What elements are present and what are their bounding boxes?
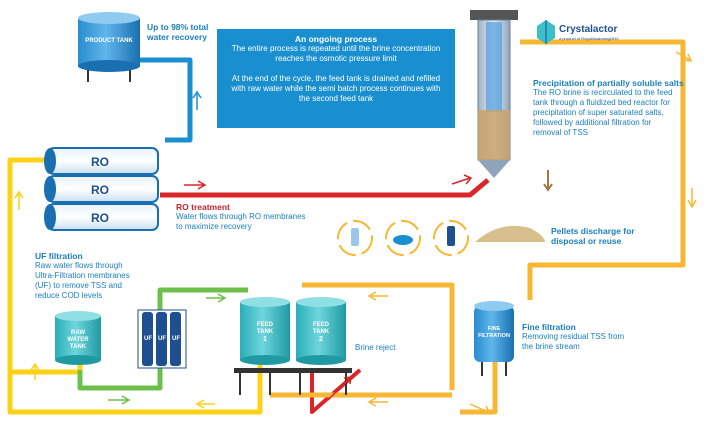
ro-desc-2: to maximize recovery — [176, 222, 252, 231]
arrow-orange-top — [675, 51, 693, 62]
uf-label-2: UF — [158, 336, 166, 342]
uf-desc-1: Raw water flows through — [35, 261, 123, 270]
blue-product-pipe — [110, 57, 193, 143]
arrow-left-orange-2 — [367, 397, 388, 407]
uf-modules: UF UF UF — [137, 309, 187, 369]
process-info-box: An ongoing process The entire process is… — [217, 29, 455, 128]
feed-tank-stand — [234, 368, 352, 395]
precipitation-desc-4: followed by additional filtration for — [533, 118, 652, 127]
raw-water-tank: RAW WATER TANK — [55, 311, 101, 365]
arrow-red-reject — [327, 376, 352, 401]
ro-module-3: RO — [44, 203, 159, 231]
product-tank-label: PRODUCT TANK — [85, 38, 133, 44]
arrow-up-blue — [192, 90, 202, 110]
arrow-up-yellow-2 — [30, 362, 40, 380]
ro-desc-1: Water flows through RO membranes — [176, 212, 306, 221]
fine-tank-label-2: FILTRATION — [478, 333, 510, 339]
water-bottle-icon — [351, 228, 359, 246]
precipitation-desc-1: The RO brine is recirculated to the feed — [533, 88, 673, 97]
uf-desc-3: (UF) to remove TSS and — [35, 281, 122, 290]
flow-arrows — [14, 51, 697, 414]
brand-name: Crystalactor — [559, 24, 618, 35]
precipitation-desc-2: tank through a fluidized bed reactor for — [533, 98, 670, 107]
uf-desc-2: Ultra-Filtration membranes — [35, 271, 130, 280]
feed-tank-1-label-1: FEED — [257, 322, 274, 328]
wine-bottle-icon — [447, 226, 455, 246]
feed-tank-1-label-2: TANK — [257, 329, 274, 335]
arrow-orange-bottom — [469, 403, 491, 414]
red-brine-pipe — [160, 178, 490, 198]
recovery-line-2: water recovery — [147, 32, 208, 42]
fine-filtration-desc-2: the brine stream — [522, 342, 580, 351]
precipitation-heading: Precipitation of partially soluble salts — [533, 78, 684, 88]
arrow-right-red-2 — [451, 174, 473, 185]
yellow-pipe-loop — [7, 157, 263, 415]
feed-tank-1: FEED TANK 1 — [240, 297, 290, 365]
pet-bowl-icon — [393, 235, 413, 245]
uf-label-3: UF — [172, 336, 180, 342]
pellets-line-2: disposal or reuse — [551, 236, 622, 246]
fine-filtration-desc-1: Removing residual TSS from — [522, 332, 625, 341]
brand-tagline: a product of RoyalHaskoningDHV — [559, 36, 619, 41]
pellets-line-1: Pellets discharge for — [551, 226, 635, 236]
arrow-left-orange — [367, 291, 388, 301]
feed-tank-2-label-1: FEED — [313, 322, 330, 328]
info-text-2: At the end of the cycle, the feed tank i… — [231, 74, 441, 103]
precipitation-desc-5: removal of TSS — [533, 128, 588, 137]
precipitation-desc-3: precipitation of super saturated salts, — [533, 108, 664, 117]
ro-module-1: RO — [44, 147, 159, 175]
orange-pipe — [520, 39, 686, 300]
orange-return-pipe — [460, 360, 498, 415]
feed-tank-2-label-2: TANK — [313, 329, 330, 335]
fine-tank-label-1: FINE — [488, 326, 501, 332]
arrow-right-green-2 — [206, 293, 227, 303]
pellet-pile — [475, 170, 553, 242]
ro-module-2: RO — [44, 175, 159, 203]
crystalactor-logo — [537, 20, 555, 44]
info-text-1: The entire process is repeated until the… — [231, 44, 441, 63]
ro-label-1: RO — [91, 155, 109, 169]
raw-tank-label-2: WATER — [67, 337, 89, 343]
crystalactor-reactor — [470, 10, 518, 178]
uf-heading: UF filtration — [35, 251, 83, 261]
red-reject-pipe — [310, 368, 362, 414]
uf-label-1: UF — [144, 336, 152, 342]
ro-label-3: RO — [91, 211, 109, 225]
arrow-right-green — [108, 395, 131, 405]
product-tank: PRODUCT TANK — [78, 12, 140, 82]
feed-tank-2-label-3: 2 — [319, 336, 323, 343]
fine-filtration-heading: Fine filtration — [522, 322, 576, 332]
raw-tank-label-1: RAW — [71, 330, 85, 336]
feed-tank-1-label-3: 1 — [263, 336, 267, 343]
arrow-right-red — [184, 180, 207, 190]
arrow-up-yellow — [14, 190, 24, 210]
reuse-cycle-icons — [337, 220, 469, 256]
ro-heading: RO treatment — [176, 202, 230, 212]
recovery-line-1: Up to 98% total — [147, 22, 209, 32]
info-title: An ongoing process — [294, 34, 378, 44]
orange-to-feed-pipe — [302, 282, 455, 390]
uf-desc-4: reduce COD levels — [35, 291, 103, 300]
raw-tank-label-3: TANK — [70, 344, 87, 350]
fine-filtration-tank: FINE FILTRATION — [474, 301, 514, 376]
green-pipe — [77, 287, 248, 391]
brine-reject-label: Brine reject — [355, 343, 396, 352]
arrow-left-yellow — [195, 399, 215, 409]
feed-tank-2: FEED TANK 2 — [296, 297, 346, 365]
ro-label-2: RO — [91, 183, 109, 197]
arrow-down-orange — [687, 188, 697, 209]
